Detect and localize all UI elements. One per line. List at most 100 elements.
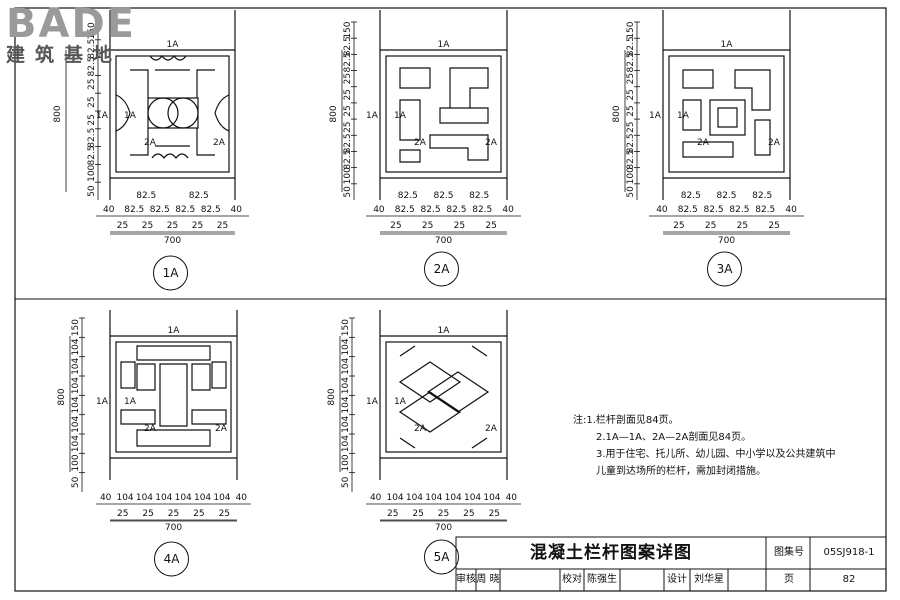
horizontal-dimension: 25 <box>387 509 398 519</box>
vertical-dimension: 100 <box>341 454 351 471</box>
logo-subtitle: 建筑基地 <box>6 44 123 66</box>
section-mark-1a: 1A <box>394 397 407 407</box>
vertical-dimension: 50 <box>341 476 351 488</box>
horizontal-dimension: 104 <box>386 493 403 503</box>
horizontal-dimension: 82.5 <box>704 205 724 215</box>
horizontal-dimension: 82.5 <box>469 191 489 201</box>
vertical-dimension: 25 <box>626 105 636 116</box>
horizontal-dimension: 82.5 <box>446 205 466 215</box>
panel-5a <box>379 310 508 480</box>
horizontal-dimension: 82.5 <box>472 205 492 215</box>
section-mark-1a: 1A <box>721 40 734 50</box>
horizontal-dimension: 104 <box>136 493 153 503</box>
notes-prefix: 注: <box>573 415 587 426</box>
vertical-dimension: 25 <box>343 73 353 84</box>
horizontal-dimension: 82.5 <box>124 205 144 215</box>
horizontal-dimension: 104 <box>116 493 133 503</box>
reviewer-name: 周 晓 <box>476 574 500 585</box>
panel-label: 5A <box>434 550 451 564</box>
horizontal-dimension: 40 <box>656 205 668 215</box>
overall-height-dimension: 800 <box>612 105 622 122</box>
drawing-title: 混凝土栏杆图案详图 <box>530 543 692 563</box>
vertical-dimension: 104 <box>341 357 351 374</box>
panel-label: 2A <box>434 262 451 276</box>
panel-3a <box>662 10 791 200</box>
panel-label: 4A <box>164 552 181 566</box>
review-label: 审核 <box>456 574 476 585</box>
horizontal-dimension: 25 <box>168 509 179 519</box>
logo-brand: BADE <box>6 1 136 47</box>
horizontal-dimension: 40 <box>231 205 243 215</box>
horizontal-dimension: 25 <box>485 221 496 231</box>
horizontal-dimension: 40 <box>373 205 385 215</box>
page-label: 页 <box>784 574 794 585</box>
section-mark-2a: 2A <box>768 138 781 148</box>
overall-width-dimension: 700 <box>165 523 182 533</box>
atlas-label: 图集号 <box>774 547 804 558</box>
vertical-dimension: 82.5 <box>87 39 97 59</box>
note-1: 1.栏杆剖面见84页。 <box>586 415 679 426</box>
horizontal-dimension: 82.5 <box>421 205 441 215</box>
note-3: 3.用于住宅、托儿所、幼儿园、中小学以及公共建筑中 <box>596 449 836 460</box>
horizontal-dimension: 104 <box>464 493 481 503</box>
horizontal-dimension: 82.5 <box>755 205 775 215</box>
vertical-dimension: 25 <box>626 89 636 100</box>
section-mark-1a: 1A <box>167 40 180 50</box>
vertical-dimension: 82.5 <box>626 150 636 170</box>
horizontal-dimension: 25 <box>489 509 500 519</box>
section-mark-2a: 2A <box>213 138 226 148</box>
vertical-dimension: 25 <box>87 114 97 125</box>
horizontal-dimension: 104 <box>406 493 423 503</box>
vertical-dimension: 104 <box>71 415 81 432</box>
vertical-dimension: 104 <box>341 435 351 452</box>
horizontal-dimension: 25 <box>390 221 401 231</box>
horizontal-dimension: 40 <box>100 493 112 503</box>
panel-label-circle <box>153 255 188 291</box>
section-mark-2a: 2A <box>144 424 157 434</box>
horizontal-dimension: 25 <box>422 221 433 231</box>
horizontal-dimension: 82.5 <box>136 191 156 201</box>
panel-label-circle <box>424 539 459 575</box>
horizontal-dimension: 104 <box>445 493 462 503</box>
section-mark-1a: 1A <box>96 397 109 407</box>
overall-height-dimension: 800 <box>327 388 337 405</box>
horizontal-dimension: 104 <box>175 493 192 503</box>
horizontal-dimension: 25 <box>117 221 128 231</box>
vertical-dimension: 104 <box>71 435 81 452</box>
atlas-number: 05SJ918-1 <box>823 547 875 558</box>
horizontal-dimension: 40 <box>236 493 248 503</box>
horizontal-dimension: 104 <box>213 493 230 503</box>
horizontal-dimension: 25 <box>167 221 178 231</box>
note-row-1: 注:1.栏杆剖面见84页。 <box>573 412 873 429</box>
section-mark-2a: 2A <box>144 138 157 148</box>
vertical-dimension: 50 <box>87 185 97 197</box>
section-mark-1a: 1A <box>394 111 407 121</box>
panel-label-circle <box>154 541 189 577</box>
section-mark-1a: 1A <box>96 111 109 121</box>
section-mark-2a: 2A <box>485 424 498 434</box>
overall-width-dimension: 700 <box>435 236 452 246</box>
vertical-dimension: 25 <box>626 73 636 84</box>
vertical-dimension: 82.5 <box>626 52 636 72</box>
horizontal-dimension: 82.5 <box>678 205 698 215</box>
horizontal-dimension: 104 <box>194 493 211 503</box>
vertical-dimension: 104 <box>71 396 81 413</box>
section-mark-1a: 1A <box>168 326 181 336</box>
vertical-dimension: 25 <box>87 96 97 107</box>
section-mark-2a: 2A <box>485 138 498 148</box>
horizontal-dimension: 40 <box>785 205 797 215</box>
panel-1a <box>109 10 236 200</box>
horizontal-dimension: 25 <box>454 221 465 231</box>
page-number: 82 <box>842 574 856 585</box>
vertical-dimension: 150 <box>87 22 97 39</box>
vertical-dimension: 104 <box>341 396 351 413</box>
vertical-dimension: 100 <box>71 454 81 471</box>
horizontal-dimension: 40 <box>506 493 518 503</box>
vertical-dimension: 50 <box>71 476 81 488</box>
vertical-dimension: 82.5 <box>87 128 97 148</box>
horizontal-dimension: 25 <box>217 221 228 231</box>
vertical-dimension: 100 <box>343 167 353 184</box>
section-mark-1a: 1A <box>438 326 451 336</box>
section-mark-1a: 1A <box>124 111 137 121</box>
section-mark-2a: 2A <box>697 138 710 148</box>
